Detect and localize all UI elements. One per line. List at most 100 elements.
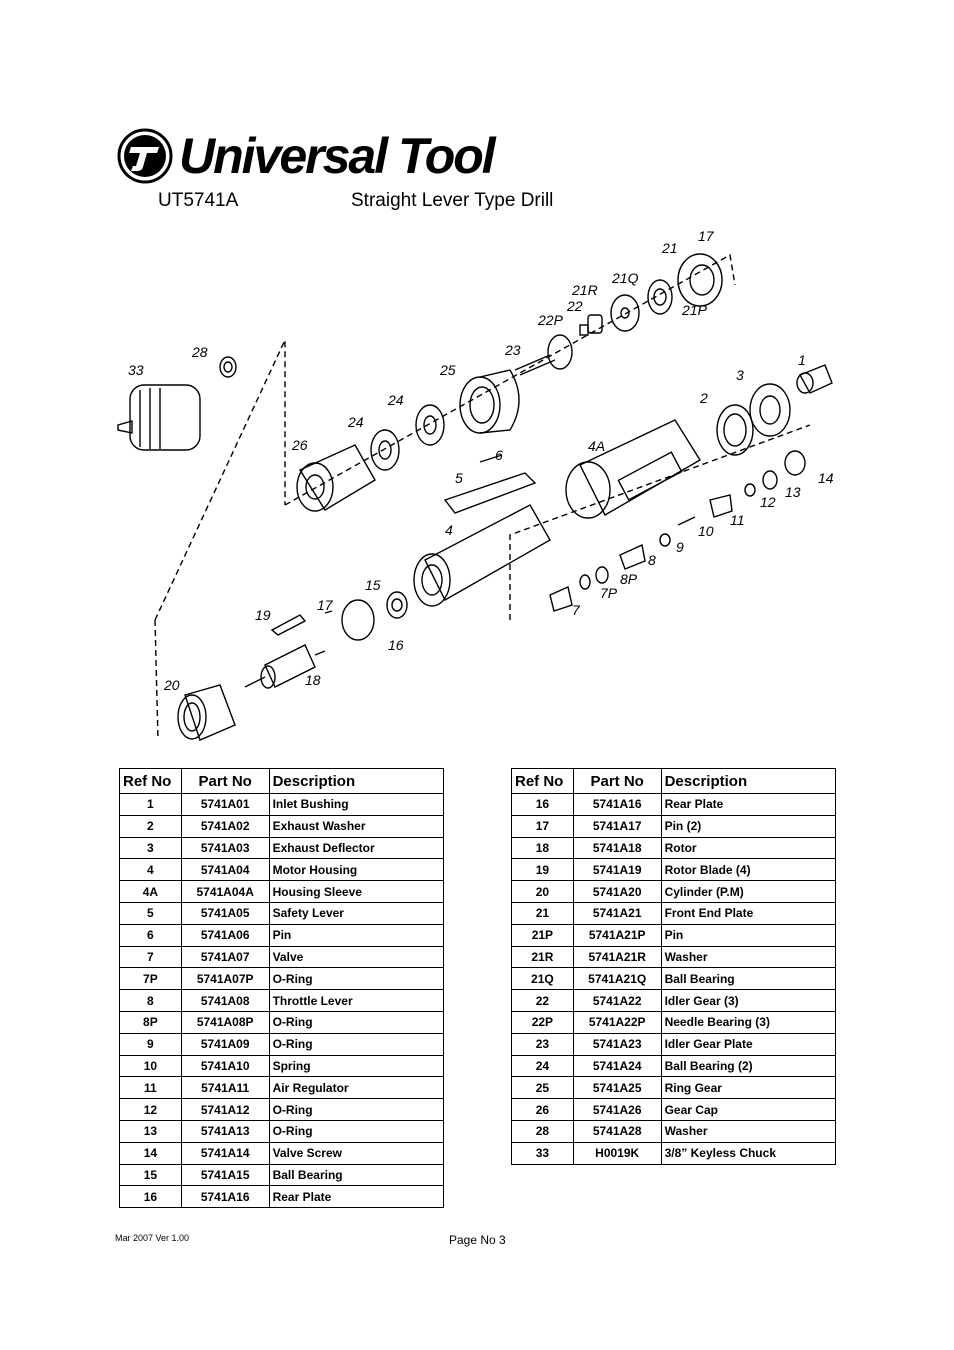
- callout-33: 33: [128, 362, 144, 378]
- ref-no-cell: 21R: [511, 945, 574, 969]
- part-no-cell: 5741A03: [180, 836, 270, 860]
- brand-logo: Universal Tool: [117, 126, 496, 186]
- callout-14: 14: [818, 470, 834, 486]
- part-no-cell: H0019K: [572, 1141, 662, 1165]
- version-footer: Mar 2007 Ver 1.00: [115, 1233, 190, 1243]
- description-cell: Exhaust Deflector: [268, 836, 445, 860]
- ref-no-cell: 18: [511, 836, 574, 860]
- ref-no-cell: 28: [511, 1119, 574, 1143]
- part-no-cell: 5741A08: [180, 989, 270, 1012]
- part-no-cell: 5741A08P: [180, 1010, 270, 1034]
- callout-23: 23: [504, 342, 521, 358]
- part-no-cell: 5741A17: [572, 814, 662, 838]
- header-description: Description: [268, 768, 445, 794]
- callout-7: 7: [572, 602, 581, 618]
- header-part-no: Part No: [572, 768, 662, 794]
- description-cell: Air Regulator: [268, 1076, 445, 1100]
- ref-no-cell: 8P: [119, 1010, 182, 1034]
- callout-5: 5: [455, 470, 463, 486]
- description-cell: Pin: [660, 923, 837, 947]
- ref-no-cell: 17: [511, 814, 574, 838]
- ref-no-cell: 4: [119, 858, 182, 882]
- description-cell: Gear Cap: [660, 1098, 837, 1121]
- callout-24b: 24: [387, 392, 404, 408]
- part-no-cell: 5741A04: [180, 858, 270, 882]
- ref-no-cell: 16: [119, 1185, 182, 1209]
- ut-circle-logo-icon: [117, 128, 173, 184]
- ref-no-cell: 14: [119, 1141, 182, 1165]
- callout-15: 15: [365, 577, 381, 593]
- description-cell: Washer: [660, 945, 837, 969]
- model-number: UT5741A: [158, 190, 239, 211]
- description-cell: Needle Bearing (3): [660, 1010, 837, 1034]
- description-cell: Exhaust Washer: [268, 814, 445, 838]
- callout-16: 16: [388, 637, 404, 653]
- part-no-cell: 5741A23: [572, 1032, 662, 1056]
- part-no-cell: 5741A19: [572, 858, 662, 882]
- document-title: Straight Lever Type Drill: [351, 190, 554, 211]
- ref-no-cell: 21: [511, 901, 574, 925]
- callout-21q: 21Q: [611, 270, 639, 286]
- ref-no-cell: 25: [511, 1076, 574, 1100]
- description-cell: Ball Bearing: [268, 1163, 445, 1187]
- ref-no-cell: 7: [119, 945, 182, 969]
- part-no-cell: 5741A01: [180, 793, 270, 816]
- ref-no-cell: 22P: [511, 1010, 574, 1034]
- callout-9: 9: [676, 539, 684, 555]
- ref-no-cell: 20: [511, 880, 574, 903]
- callout-6: 6: [495, 447, 503, 463]
- part-no-cell: 5741A21R: [572, 945, 662, 969]
- part-no-cell: 5741A21Q: [572, 967, 662, 991]
- callout-2: 2: [699, 390, 708, 406]
- part-no-cell: 5741A21: [572, 901, 662, 925]
- callout-17-top: 17: [698, 228, 715, 244]
- ref-no-cell: 2: [119, 814, 182, 838]
- callout-12: 12: [760, 494, 776, 510]
- callout-13: 13: [785, 484, 801, 500]
- table-header-row: Ref No Part No Description: [511, 768, 837, 794]
- ref-no-cell: 1: [119, 793, 182, 816]
- description-cell: Valve: [268, 945, 445, 969]
- callout-21: 21: [661, 240, 678, 256]
- part-no-cell: 5741A24: [572, 1054, 662, 1078]
- ref-no-cell: 16: [511, 793, 574, 816]
- ref-no-cell: 21P: [511, 923, 574, 947]
- ref-no-cell: 22: [511, 989, 574, 1012]
- description-cell: Idler Gear Plate: [660, 1032, 837, 1056]
- header-part-no: Part No: [180, 768, 270, 794]
- description-cell: Pin: [268, 923, 445, 947]
- description-cell: Idler Gear (3): [660, 989, 837, 1012]
- part-no-cell: 5741A12: [180, 1098, 270, 1121]
- ref-no-cell: 4A: [119, 880, 182, 903]
- part-no-cell: 5741A16: [572, 793, 662, 816]
- ref-no-cell: 9: [119, 1032, 182, 1056]
- ref-no-cell: 19: [511, 858, 574, 882]
- part-no-cell: 5741A02: [180, 814, 270, 838]
- description-cell: Spring: [268, 1054, 445, 1078]
- description-cell: Front End Plate: [660, 901, 837, 925]
- ref-no-cell: 33: [511, 1141, 574, 1165]
- part-no-cell: 5741A22P: [572, 1010, 662, 1034]
- description-cell: Ring Gear: [660, 1076, 837, 1100]
- description-cell: Ball Bearing (2): [660, 1054, 837, 1078]
